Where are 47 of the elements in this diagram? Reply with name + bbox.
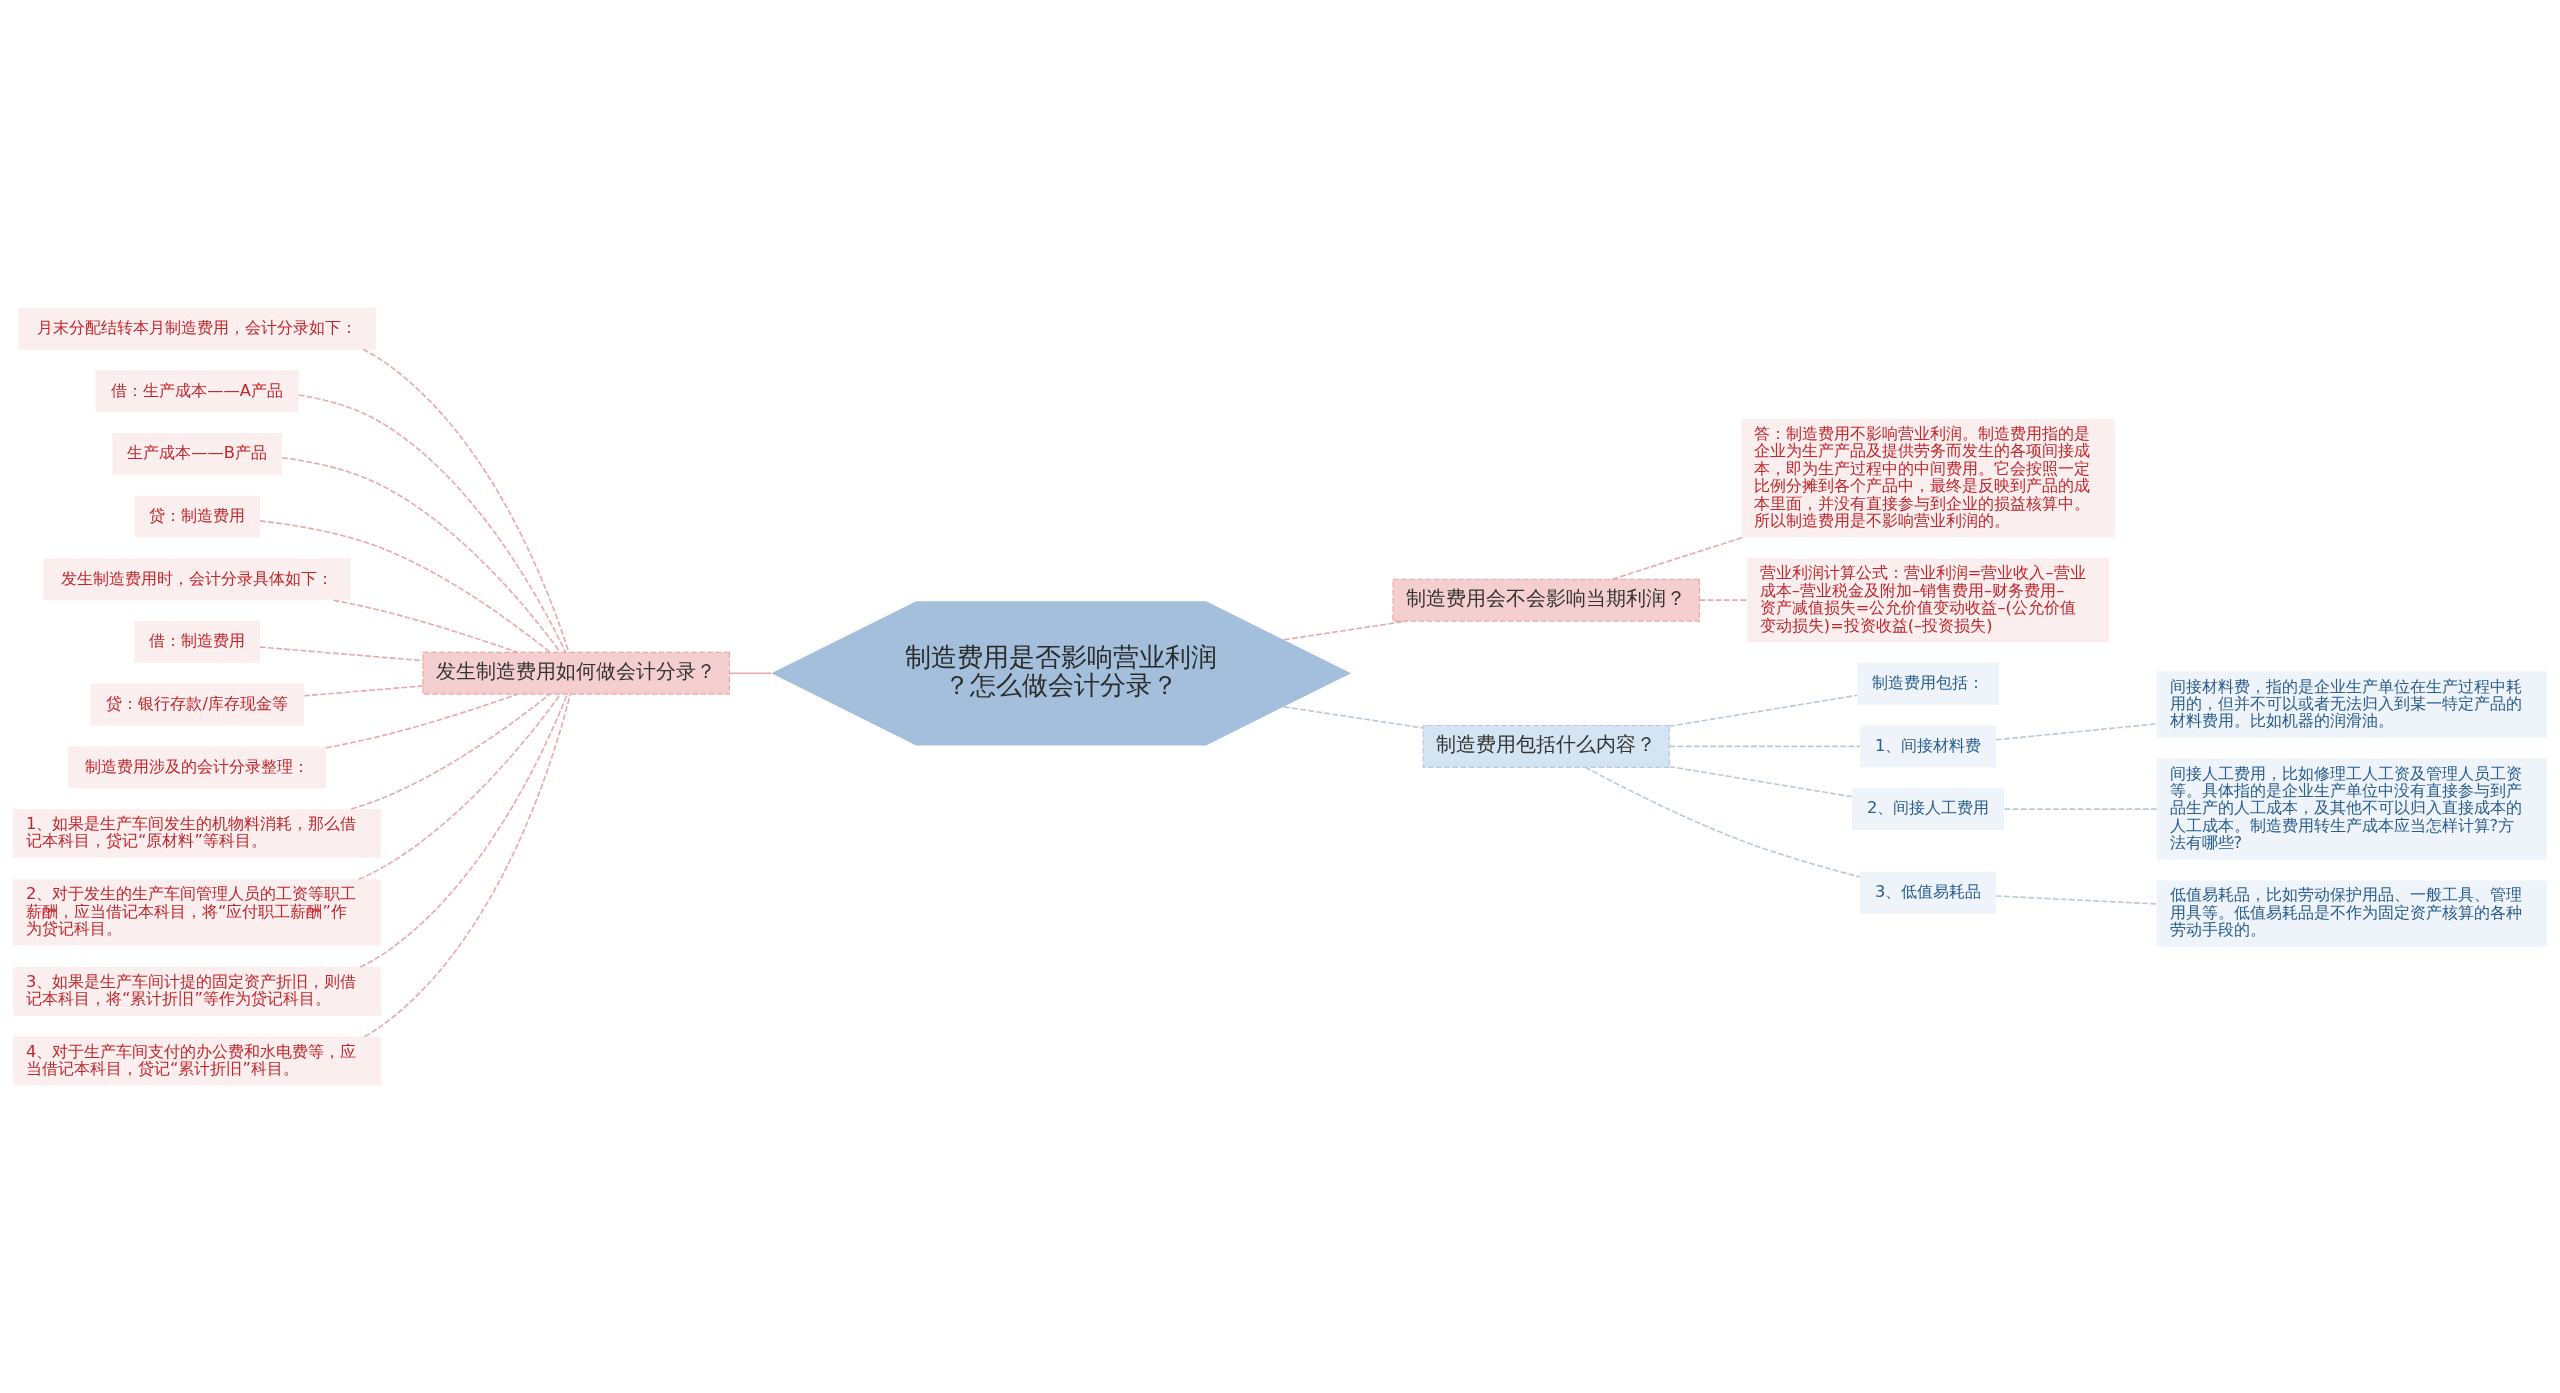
node-box: 间接人工费用，比如修理工人工资及管理人员工资等。具体指的是企业生产单位中没有直接参与到产品生产的人工成本，及其他不可以归入直接成本的人工成本。制造费用转生产成本应当怎样计算?方法有哪些? [2156,758,2547,860]
node-box: 制造费用包括什么内容？ [1422,724,1670,768]
node-box: 营业利润计算公式：营业利润=营业收入–营业成本–营业税金及附加–销售费用–财务费用–资产减值损失=公允价值变动收益–(公允价值变动损失)=投资收益(–投资损失) [1747,558,2110,642]
connector [363,693,571,1038]
connector [1698,599,1748,601]
connector [298,394,567,653]
node-box: 月末分配结转本月制造费用，会计分录如下： [18,307,376,350]
node-box: 低值易耗品，比如劳动保护用品、一般工具、管理用具等。低值易耗品是不作为固定资产核算的各种劳动手段的。 [2156,880,2547,947]
connector [1668,765,1853,798]
node-box: 发生制造费用如何做会计分录？ [422,651,730,695]
connector [259,646,424,662]
connector [358,693,562,881]
node-box: 生产成本——B产品 [112,433,282,475]
connector [1584,766,1861,878]
node-box: 2、对于发生的生产车间管理人员的工资等职工薪酬，应当借记本科目，将“应付职工薪酬”作为贷记科目。 [13,879,382,946]
connector [325,693,519,749]
connector [350,693,551,810]
node-box: 间接材料费，指的是企业生产单位在生产过程中耗用的，但并不可以或者无法归入到某一特定产品的材料费用。比如机器的润滑油。 [2156,671,2547,738]
node-box: 1、如果是生产车间发生的机物料消耗，那么借记本科目，贷记“原材料”等科目。 [13,809,382,858]
connector [303,685,424,697]
node-box: 4、对于生产车间支付的办公费和水电费等，应当借记本科目，贷记“累计折旧”科目。 [13,1036,382,1086]
connector [281,456,562,653]
node-box: 贷：制造费用 [134,495,260,538]
node-box: 借：生产成本——A产品 [95,370,299,413]
node-box: 2、间接人工费用 [1852,788,2005,830]
connector [1668,745,1861,748]
connector [1668,694,1858,728]
connector [1995,723,2158,741]
connector [2003,808,2158,810]
node-box: 制造费用涉及的会计分录整理： [68,746,326,789]
node-box: 制造费用会不会影响当期利润？ [1392,578,1700,622]
connector [1283,706,1424,729]
connector [359,693,568,968]
node-box: 发生制造费用时，会计分录具体如下： [43,558,351,601]
node-box: 3、低值易耗品 [1860,871,1996,914]
connector [1611,536,1744,580]
connector [259,520,551,654]
connector [332,599,519,654]
node-box: 答：制造费用不影响营业利润。制造费用指的是企业为生产产品及提供劳务而发生的各项间接成本，即为生产过程中的中间费用。它会按照一定比例分摊到各个产品中，最终是反映到产品的成本里面，并没有直接参与到企业的损益核算中。所以制造费用是不影响营业利润的。 [1741,419,2115,538]
node-box: 借：制造费用 [134,621,260,663]
connector [1995,895,2158,905]
node-box: 贷：银行存款/库存现金等 [90,683,304,726]
node-box: 3、如果是生产车间计提的固定资产折旧，则借记本科目，将“累计折旧”等作为贷记科目。 [13,966,382,1016]
connector [728,672,772,675]
node-box: 1、间接材料费 [1860,725,1996,768]
node-box: 制造费用包括： [1857,662,1999,705]
connector [1283,620,1408,641]
